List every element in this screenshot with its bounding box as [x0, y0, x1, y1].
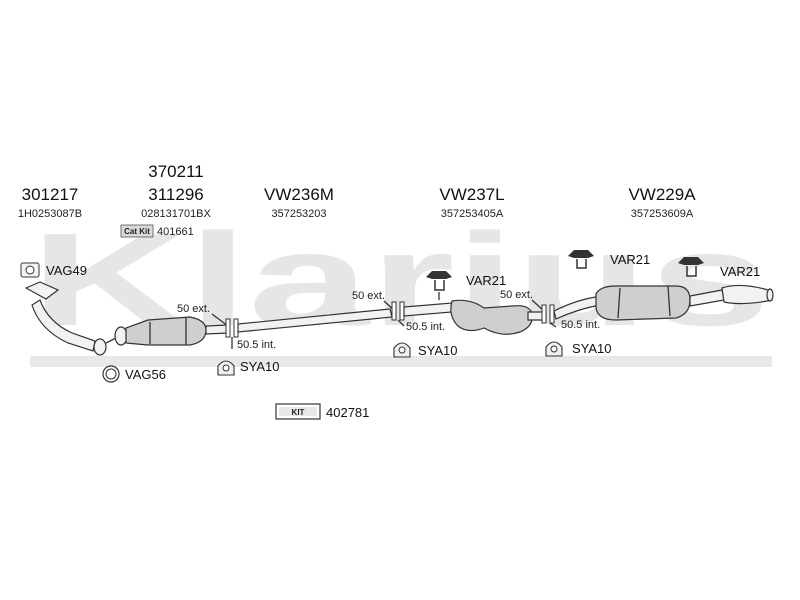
part-number-301217: 301217	[22, 185, 79, 204]
fitting-SYA10-b: SYA10	[418, 343, 458, 358]
kit-number: 402781	[326, 405, 369, 420]
hanger-bracket-icon	[678, 257, 704, 277]
joint-1-int-label: 50.5 int.	[237, 339, 276, 351]
part-number-VW229A: VW229A	[628, 185, 696, 204]
part-number-VW237L: VW237L	[439, 185, 504, 204]
watermark-bar	[30, 356, 772, 367]
rear-silencer	[553, 284, 774, 321]
part-number-311296: 311296	[148, 185, 203, 204]
joint-1-leader	[211, 313, 229, 327]
cat-kit-badge: Cat Kit	[120, 224, 154, 238]
joint-3-int-leader	[549, 322, 557, 328]
ref-028131701BX: 028131701BX	[141, 208, 211, 220]
fitting-SYA10-c: SYA10	[572, 341, 612, 356]
kit-badge-label: KIT	[292, 408, 305, 417]
fitting-VAG56: VAG56	[125, 367, 166, 382]
joint-2-int-leader	[397, 319, 405, 327]
hanger-bracket-icon	[217, 360, 235, 376]
cat-kit-badge-label: Cat Kit	[124, 227, 150, 236]
part-number-370211: 370211	[148, 162, 203, 181]
ref-1H0253087B: 1H0253087B	[18, 208, 82, 220]
cat-kit-number: 401661	[157, 226, 194, 238]
ref-357253203: 357253203	[271, 208, 326, 220]
fitting-VAG49: VAG49	[46, 263, 87, 278]
hanger-bracket-icon	[568, 250, 594, 269]
joint-2-ext-label: 50 ext.	[352, 290, 385, 302]
kit-box-icon: KIT	[275, 403, 321, 420]
hanger-bracket-icon	[545, 341, 563, 357]
joint-2-int-label: 50.5 int.	[406, 321, 445, 333]
gasket-ring-icon	[102, 365, 120, 383]
hanger-bracket-icon	[426, 271, 452, 300]
gasket-ring-icon	[20, 262, 40, 278]
joint-3-ext-label: 50 ext.	[500, 289, 533, 301]
joint-3-int-label: 50.5 int.	[561, 319, 600, 331]
clamp-icon	[541, 304, 555, 324]
hanger-bracket-icon	[393, 342, 411, 358]
fitting-VAR21-c: VAR21	[720, 264, 760, 279]
centre-silencer	[403, 299, 547, 335]
fitting-VAR21-b: VAR21	[610, 252, 650, 267]
clamp-icon	[391, 301, 405, 321]
fitting-VAR21-a: VAR21	[466, 273, 506, 288]
ref-357253609A: 357253609A	[631, 208, 694, 220]
front-downpipe	[24, 281, 107, 356]
fitting-SYA10-a: SYA10	[240, 359, 280, 374]
catalytic-converter	[105, 316, 229, 346]
ref-357253405A: 357253405A	[441, 208, 504, 220]
joint-1-ext-label: 50 ext.	[177, 303, 210, 315]
part-number-VW236M: VW236M	[264, 185, 334, 204]
